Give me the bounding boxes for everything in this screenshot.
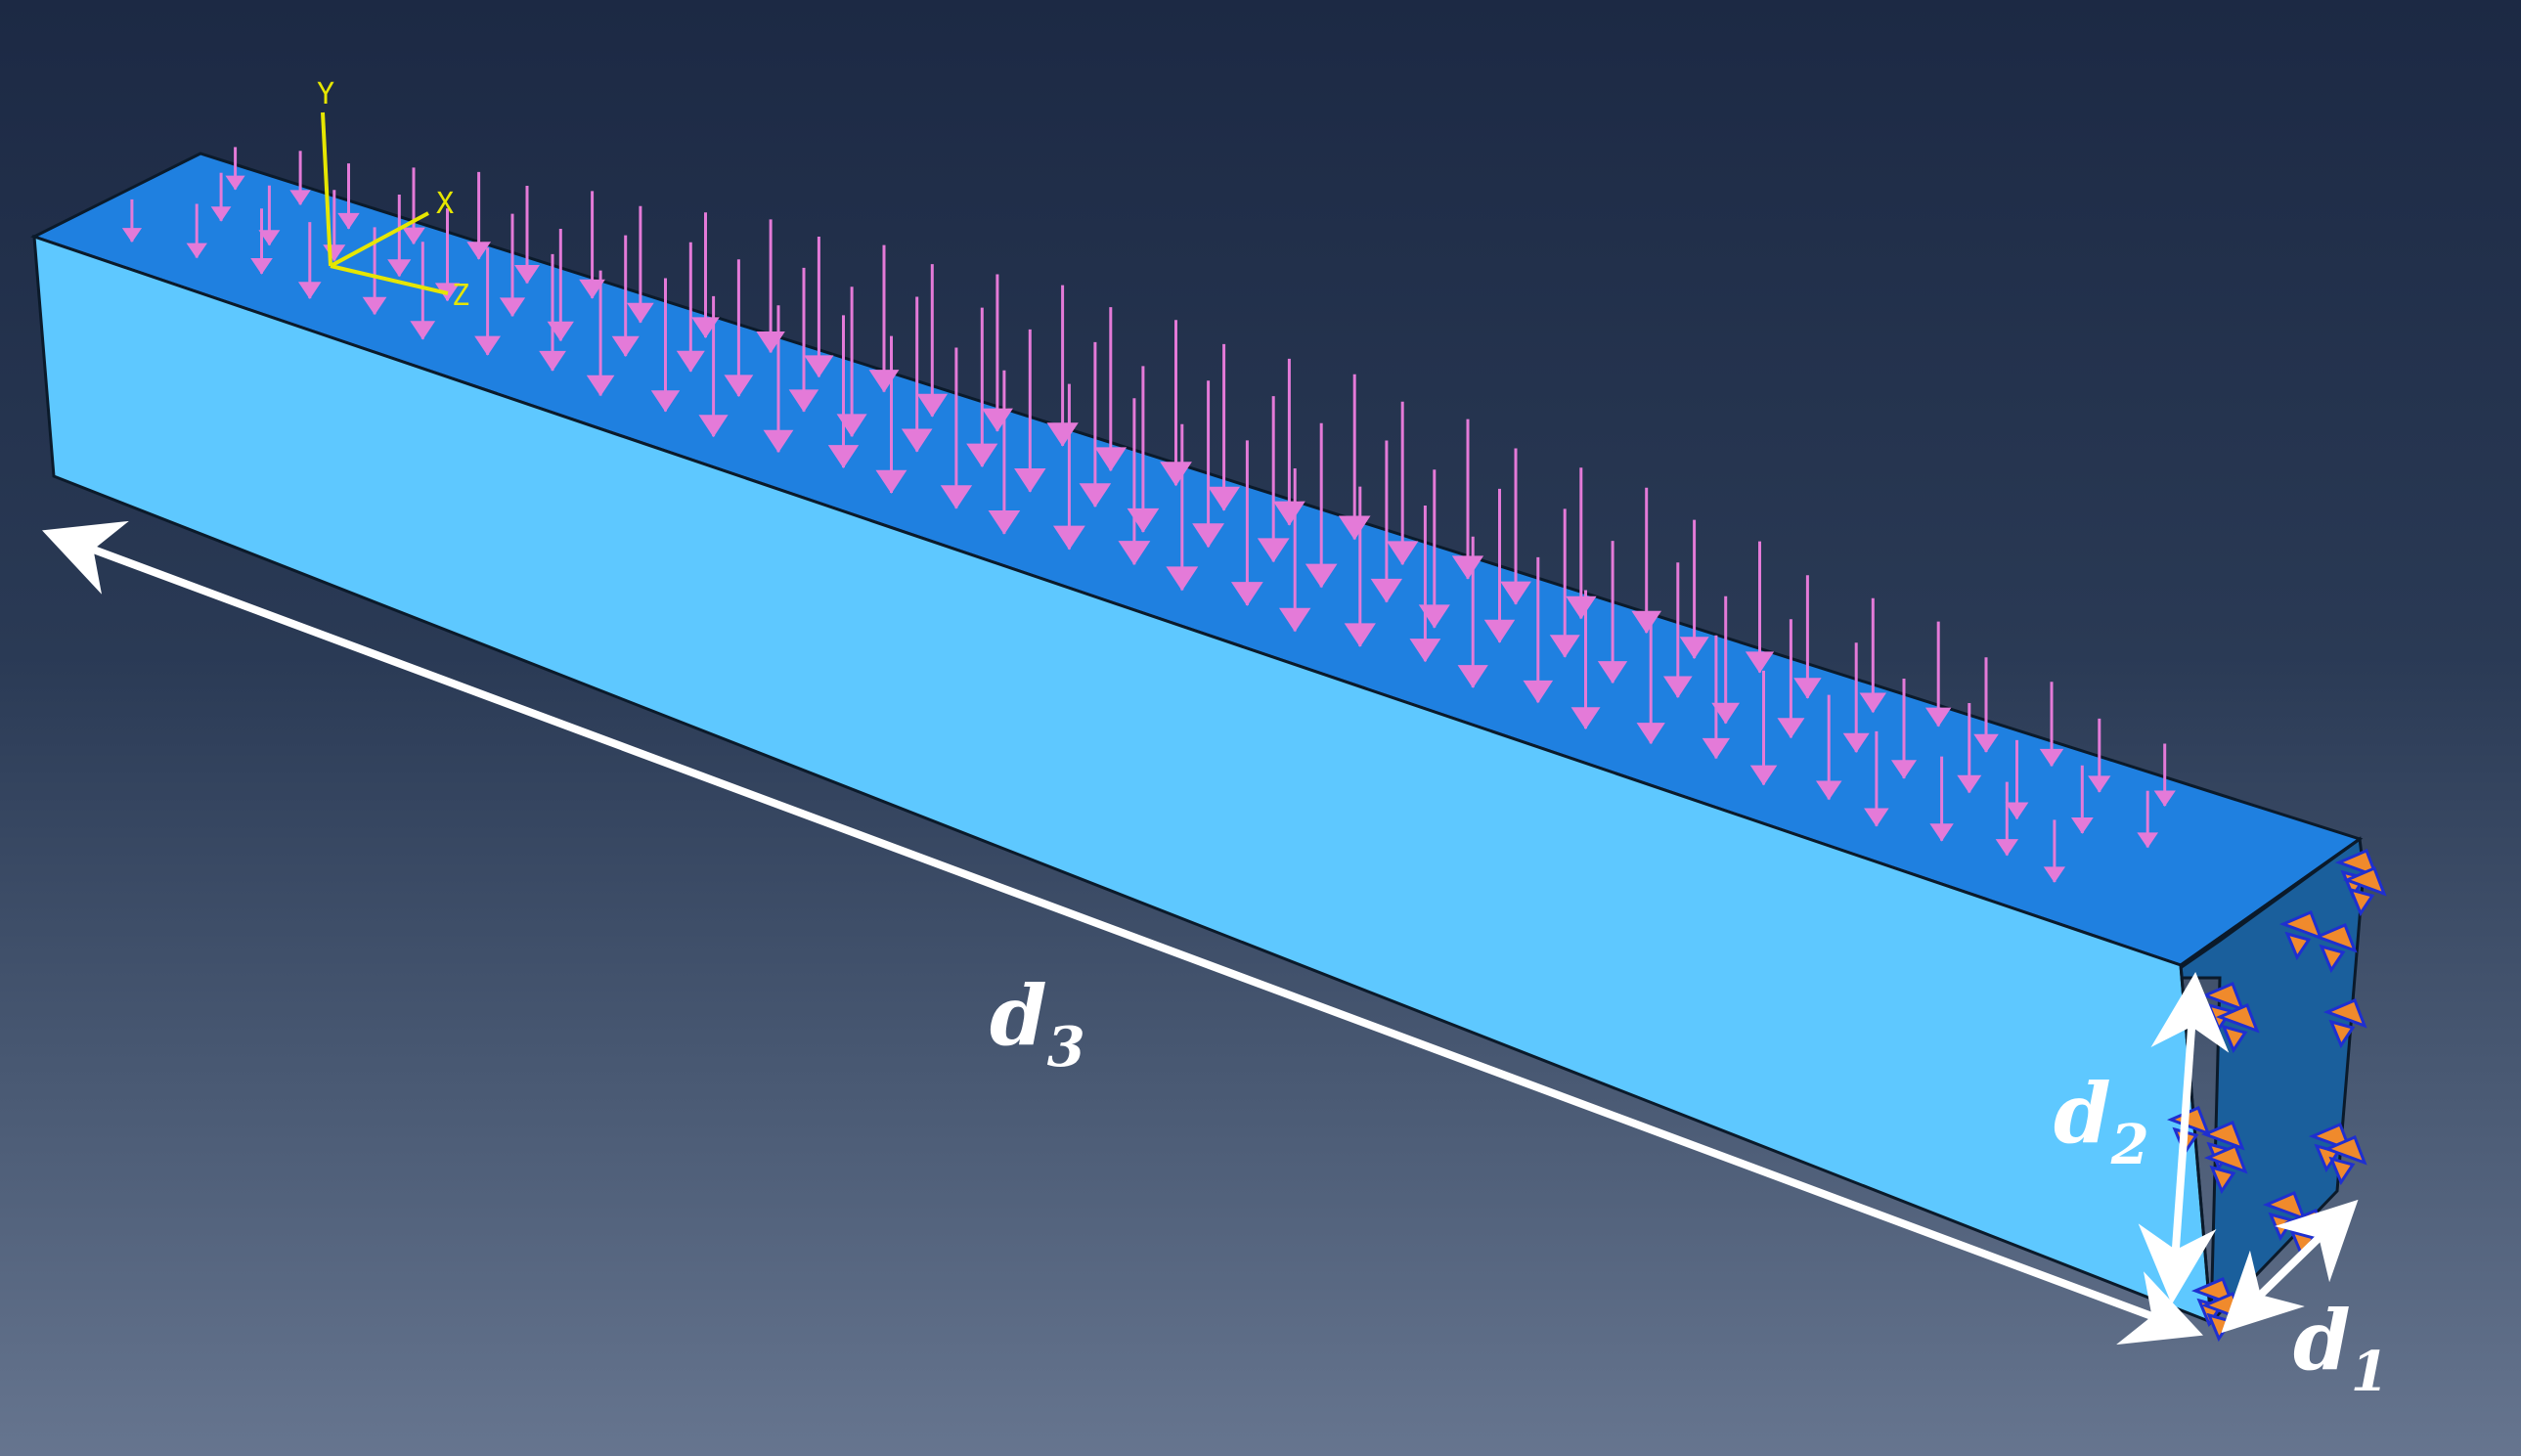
encastre-boundary-condition-icon (2313, 923, 2358, 974)
encastre-boundary-condition-icon (2342, 866, 2387, 917)
pressure-load-arrow-icon (875, 335, 907, 494)
triad-x-label: X (436, 187, 454, 221)
pressure-load-arrow-icon (387, 195, 412, 278)
pressure-load-arrow-icon (611, 235, 640, 358)
pressure-load-arrow-icon (402, 167, 425, 245)
dimension-d3-line (42, 520, 2203, 1346)
pressure-load-arrow-icon (966, 307, 998, 468)
pressure-load-arrow-icon (940, 347, 973, 509)
pressure-load-arrow-icon (250, 208, 273, 275)
pressure-load-arrow-icon (410, 242, 436, 340)
pressure-load-arrow-icon (539, 253, 566, 372)
coordinate-triad: Y X Z (317, 77, 469, 313)
dimension-d2-line (2138, 972, 2230, 1304)
pressure-load-arrow-icon (2039, 682, 2064, 768)
pressure-load-arrow-icon (1924, 621, 1952, 728)
pressure-load-arrow-icon (650, 278, 681, 413)
pressure-load-arrow-icon (626, 205, 654, 324)
pressure-load-arrow-icon (788, 267, 819, 413)
pressure-load-arrow-icon (1859, 597, 1887, 714)
pressure-load-arrow-icon (499, 213, 526, 318)
pressure-load-arrow-icon (1679, 519, 1709, 660)
pressure-load-arrow-icon (586, 270, 615, 397)
triad-y-label: Y (317, 77, 334, 111)
pressure-load-arrow-icon (1793, 575, 1822, 699)
triad-z-label: Z (452, 279, 469, 313)
triad-y-axis-icon (321, 111, 332, 267)
pressure-load-arrow-icon (1208, 343, 1241, 511)
pressure-load-arrow-icon (1272, 358, 1305, 526)
pressure-load-arrow-icon (676, 242, 705, 373)
encastre-boundary-condition-icon (2322, 998, 2367, 1049)
encastre-boundary-condition-icon (2278, 910, 2323, 961)
pressure-load-arrow-icon (258, 185, 281, 246)
pressure-load-arrow-icon (698, 295, 729, 438)
pressure-load-arrow-icon (474, 247, 502, 356)
pressure-load-arrow-icon (225, 147, 245, 191)
pressure-load-arrow-icon (547, 229, 574, 342)
pressure-load-arrow-icon (901, 296, 933, 453)
dimension-d2-label: d2 (2054, 1065, 2149, 1177)
pressure-load-arrow-icon (1631, 487, 1662, 635)
pressure-load-arrow-icon (337, 163, 360, 230)
triad-x-axis-icon (330, 211, 429, 268)
pressure-load-arrow-icon (1973, 657, 1999, 753)
pressure-load-arrow-icon (1094, 307, 1128, 472)
pressure-load-arrow-icon (756, 219, 785, 354)
pressure-load-arrow-icon (1745, 541, 1775, 674)
dimension-d2: d2 (2054, 972, 2230, 1304)
pressure-load-arrow-icon (868, 244, 900, 393)
encastre-boundary-condition-icon (2322, 1135, 2367, 1186)
pressure-load-arrow-icon (121, 199, 143, 243)
pressure-load-arrow-icon (804, 237, 834, 378)
pressure-load-arrow-icon (763, 305, 794, 454)
pressure-load-arrow-icon (579, 191, 605, 299)
pressure-load-arrow-icon (1338, 374, 1371, 541)
pressure-load-arrow-icon (916, 264, 949, 418)
triad-z-axis-icon (330, 264, 449, 295)
pressure-load-arrow-icon (827, 315, 860, 469)
pressure-load-arrow-icon (186, 203, 207, 259)
pressure-load-arrow-icon (289, 151, 311, 206)
beam-edge (2180, 837, 2361, 967)
pressure-load-arrow-icon (1079, 341, 1112, 508)
dimension-d3: d3 (42, 520, 2203, 1346)
pressure-load-arrow-icon (514, 186, 540, 285)
dimension-d1: d1 (2221, 1199, 2389, 1404)
pressure-load-arrow-icon (1046, 285, 1079, 447)
pressure-load-arrow-icon (297, 222, 322, 300)
pressure-load-arrow-icon (1014, 329, 1046, 493)
pressure-load-arrow-icon (724, 259, 754, 398)
pressure-load-arrow-icon (466, 171, 492, 260)
dimension-d3-label: d3 (990, 967, 1085, 1080)
pressure-load-arrow-icon (210, 172, 232, 222)
dimension-d1-label: d1 (2293, 1292, 2389, 1404)
dimension-d1-line (2221, 1199, 2359, 1334)
beam-solid[interactable] (30, 152, 2366, 1326)
